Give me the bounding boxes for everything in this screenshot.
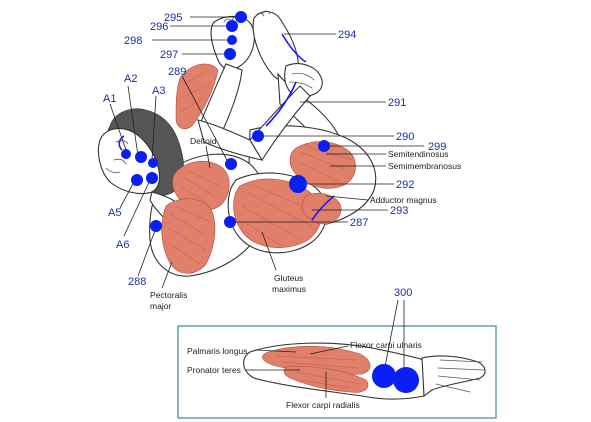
pectoralis-label-2: major [150,301,171,311]
marker-dot-a2 [135,151,147,163]
marker-dot-297 [224,48,236,60]
label-299: 299 [428,141,446,153]
marker-dot-288 [150,220,162,232]
marker-dot-300-a [372,364,396,388]
marker-dot-292 [289,175,307,193]
label-a3: A3 [152,85,165,97]
label-294: 294 [338,29,356,41]
pectoralis-label-1: Pectoralis [150,290,187,300]
gluteus-label-2: maximus [272,284,306,294]
marker-dot-a5 [131,174,143,186]
semitendinosus-label: Semitendinosus [388,149,448,159]
marker-dot-298 [227,35,237,45]
inset-hand [421,355,486,398]
face [97,127,161,195]
label-296: 296 [150,21,168,33]
marker-dot-a1 [121,149,131,159]
marker-dot-287 [224,216,236,228]
marker-dot-a3 [148,158,158,168]
label-a6: A6 [116,239,129,251]
deltoid-label: Deltoid [190,136,217,146]
semimembranosus-label: Semimembranosus [388,161,461,171]
blue-accent-lines [118,33,335,221]
deltoid-muscle [172,160,230,211]
label-290: 290 [396,131,414,143]
label-a1: A1 [103,93,116,105]
label-300: 300 [394,287,412,299]
hands [284,63,323,97]
muscles [161,63,356,274]
marker-dot-296 [226,20,238,32]
label-a5: A5 [108,207,121,219]
label-289: 289 [168,66,186,78]
adductor-magnus-label: Adductor magnus [370,195,437,205]
flexor-carpi-radialis-label: Flexor carpi radialis [286,400,360,410]
marker-dot-a6 [146,172,158,184]
anatomy-labels: Deltoid Semitendinosus Semimembranosus A… [150,136,461,410]
marker-dot-299 [318,140,330,152]
label-295: 295 [164,12,182,24]
label-293: 293 [390,205,408,217]
marker-dots [121,11,419,393]
label-297: 297 [160,49,178,61]
hamstring-muscle [289,141,356,189]
label-287: 287 [350,217,368,229]
arm-lower [249,85,311,162]
palmaris-longus-label: Palmaris longus [187,346,247,356]
marker-dot-295 [235,11,247,23]
label-292: 292 [396,179,414,191]
pronator-teres-label: Pronator teres [187,365,241,375]
label-298: 298 [124,35,142,47]
marker-dot-289 [225,158,237,170]
gluteus-muscle [233,178,322,249]
leader-lines [109,16,424,398]
number-labels: 295 296 298 297 294 289 A1 A2 A3 A5 A6 2… [103,12,446,299]
pectoralis-muscle [161,198,216,274]
gluteus-label-1: Gluteus [274,273,303,283]
flexor-carpi-ulnaris-label: Flexor carpi ulnaris [350,340,422,350]
label-288: 288 [128,276,146,288]
label-a2: A2 [124,73,137,85]
biceps-muscle [175,63,219,130]
marker-dot-290 [252,130,264,142]
label-291: 291 [388,97,406,109]
forearm-inset [177,325,497,419]
marker-dot-300-b [393,367,419,393]
